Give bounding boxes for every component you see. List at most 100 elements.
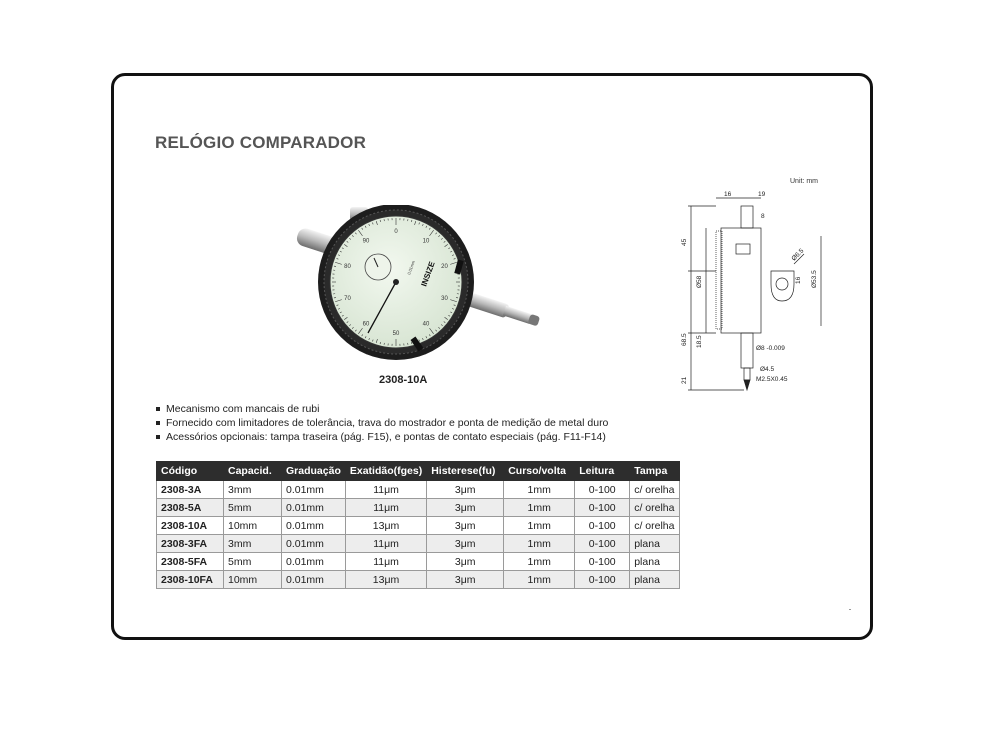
dial-tick [368,337,370,341]
dial-tick [368,223,370,227]
dial-number: 90 [363,239,370,245]
cell-tampa: c/ orelha [629,480,681,499]
cell-capacidade: 3mm [223,480,282,499]
dial-tick [349,324,352,327]
cell-graduacao: 0.01mm [281,552,346,571]
dial-tick [351,326,354,329]
dial-tick [438,326,441,329]
cell-histerese: 3μm [426,498,505,517]
dial-tick [425,225,428,228]
cell-codigo: 2308-5FA [156,552,224,571]
cell-codigo: 2308-10A [156,516,224,535]
dial-tick [346,321,349,324]
dim-8-stem: Ø8 -0.009 [756,345,785,352]
dial-tick [346,240,349,243]
dial-tick [435,232,438,235]
dial-tick [339,250,342,253]
cell-histerese: 3μm [426,480,505,499]
cell-exatidao: 11μm [344,534,428,553]
cell-capacidade: 5mm [223,498,282,517]
cell-curso-volta: 1mm [503,570,576,589]
cell-exatidao: 11μm [344,552,428,571]
dial-graduation-text: 0.01mm [406,259,416,275]
dial-number: 80 [344,264,351,270]
cell-codigo: 2308-3A [156,480,224,499]
dial-tick [440,324,443,327]
table-header-row: Código Capacid. Graduação Exatidão(fges)… [156,461,681,481]
dial-tick [429,230,434,237]
dial-tick [344,244,348,247]
product-code-caption: 2308-10A [379,374,428,386]
cell-graduacao: 0.01mm [281,498,346,517]
dial-tick [450,250,453,253]
cell-curso-volta: 1mm [503,498,576,517]
dial-tick [453,258,456,260]
dial-tick [335,261,342,265]
cell-exatidao: 11μm [344,480,428,499]
header-curso-volta: Curso/volta [503,461,576,481]
cell-curso-volta: 1mm [503,480,576,499]
dial-tick [440,237,443,240]
cell-leitura: 0-100 [574,552,631,571]
dim-68-5: 68.5 [681,333,688,346]
spindle-outline [743,367,751,381]
dim-45: 45 [681,238,688,246]
dial-number: 30 [441,296,448,302]
dial-tick [453,304,456,306]
dim-8: 8 [761,213,765,220]
spindle [502,305,533,324]
cell-curso-volta: 1mm [503,516,576,535]
feature-list: Mecanismo com mancais de rubi Fornecido … [155,402,608,444]
spec-table: Código Capacid. Graduação Exatidão(fges)… [156,461,681,589]
dial-tick [341,314,344,317]
front-stem [467,293,509,318]
dial-number: 10 [423,239,430,245]
dial-tick [428,227,431,230]
top-stem-outline [740,205,754,229]
dial-tick [443,240,446,243]
dial-tick [336,304,339,306]
header-codigo: Código [156,461,224,481]
dim-53-5: Ø53.5 [811,270,818,288]
cell-tampa: c/ orelha [629,498,681,517]
cell-graduacao: 0.01mm [281,516,346,535]
dial-tick [418,222,420,225]
dial-tick [344,317,348,320]
contact-tip [743,379,751,392]
feature-item: Fornecido com limitadores de tolerância,… [155,416,608,430]
dim-18-5: 18.5 [696,335,703,348]
dim-16-lug: 16 [795,276,802,284]
cell-capacidade: 3mm [223,534,282,553]
dial-tick [375,221,378,226]
back-lug-outline [770,270,795,302]
dim-19: 19 [758,191,766,198]
lug-hole [775,277,789,291]
dial-tick [341,247,344,250]
tolerance-marker [410,336,424,352]
dial-tick [372,222,374,225]
table-row: 2308-3FA 3mm 0.01mm 11μm 3μm 1mm 0-100 p… [156,534,681,553]
cell-histerese: 3μm [426,516,505,535]
dial-tick [444,317,448,320]
cell-graduacao: 0.01mm [281,570,346,589]
cell-graduacao: 0.01mm [281,480,346,499]
header-leitura: Leitura [574,461,631,481]
dial-tick [448,247,451,250]
dial-tick [414,221,417,226]
header-exatidao: Exatidão(fges) [344,461,428,481]
dial-tick [336,258,339,260]
dial-tick [422,223,424,227]
dial-number: 40 [423,321,430,327]
header-graduacao: Graduação [281,461,346,481]
cell-capacidade: 10mm [223,570,282,589]
dial-tick [450,299,457,303]
dial-tick [418,339,420,342]
dim-thread: M2.5X0.45 [756,376,788,383]
cell-leitura: 0-100 [574,516,631,535]
cell-exatidao: 13μm [344,570,428,589]
header-histerese: Histerese(fu) [426,461,505,481]
cell-leitura: 0-100 [574,480,631,499]
dial-tick [444,244,448,247]
dial-tick [354,329,357,332]
